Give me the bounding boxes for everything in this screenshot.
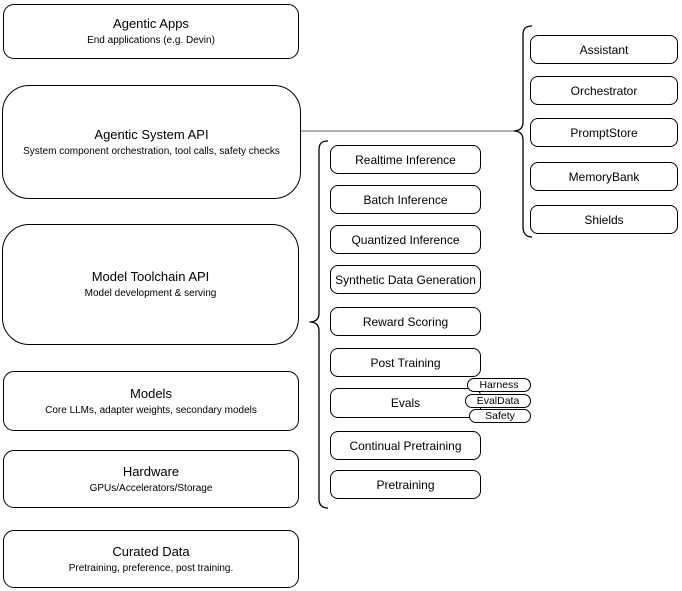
node-hardware[interactable]: Hardware GPUs/Accelerators/Storage [3,450,299,508]
node-label: PromptStore [570,125,638,140]
tag-label: Safety [485,410,515,422]
node-title: Hardware [122,463,180,479]
node-label: Pretraining [376,477,435,492]
node-label: Quantized Inference [351,232,460,247]
node-label: Continual Pretraining [349,438,462,453]
tag-label: Harness [479,379,519,391]
node-quantized-inference[interactable]: Quantized Inference [330,225,481,254]
node-subtitle: Core LLMs, adapter weights, secondary mo… [45,404,257,416]
node-subtitle: GPUs/Accelerators/Storage [89,482,213,494]
node-realtime-inference[interactable]: Realtime Inference [330,145,481,174]
node-subtitle: Model development & serving [84,288,217,299]
node-label: Synthetic Data Generation [335,272,476,287]
node-label: Evals [390,396,421,410]
node-orchestrator[interactable]: Orchestrator [530,76,678,105]
node-label: MemoryBank [568,169,640,184]
node-memorybank[interactable]: MemoryBank [530,162,678,191]
node-label: Assistant [579,42,629,57]
node-label: Orchestrator [570,83,638,98]
tag-label: EvalData [476,395,520,407]
node-title: Agentic System API [94,126,209,142]
node-title: Models [130,385,172,401]
node-title: Model Toolchain API [91,269,210,284]
node-batch-inference[interactable]: Batch Inference [330,185,481,214]
node-agentic-apps[interactable]: Agentic Apps End applications (e.g. Devi… [3,4,299,59]
node-label: Post Training [370,355,441,370]
node-curated-data[interactable]: Curated Data Pretraining, preference, po… [3,530,299,588]
tag-safety[interactable]: Safety [469,409,531,423]
node-agentic-system-api[interactable]: Agentic System API System component orch… [2,85,301,199]
node-reward-scoring[interactable]: Reward Scoring [330,307,481,336]
node-continual-pretraining[interactable]: Continual Pretraining [330,431,481,460]
node-model-toolchain-api[interactable]: Model Toolchain API Model development & … [2,224,299,345]
node-label: Shields [584,212,624,227]
node-models[interactable]: Models Core LLMs, adapter weights, secon… [3,371,299,431]
node-shields[interactable]: Shields [530,205,678,234]
node-label: Reward Scoring [362,314,449,329]
node-label: Batch Inference [363,192,448,207]
tag-evaldata[interactable]: EvalData [465,394,531,408]
tag-harness[interactable]: Harness [467,378,531,392]
node-evals[interactable]: Evals [330,388,481,418]
node-post-training[interactable]: Post Training [330,348,481,377]
node-title: Curated Data [112,543,190,559]
node-title: Agentic Apps [113,16,189,31]
node-pretraining[interactable]: Pretraining [330,470,481,499]
node-synthetic-data-generation[interactable]: Synthetic Data Generation [330,265,481,294]
middle-column-brace [309,140,329,509]
node-subtitle: System component orchestration, tool cal… [23,145,280,157]
node-assistant[interactable]: Assistant [530,35,678,64]
node-label: Realtime Inference [355,152,456,167]
node-promptstore[interactable]: PromptStore [530,118,678,147]
node-subtitle: End applications (e.g. Devin) [87,35,215,46]
node-subtitle: Pretraining, preference, post training. [68,562,234,574]
